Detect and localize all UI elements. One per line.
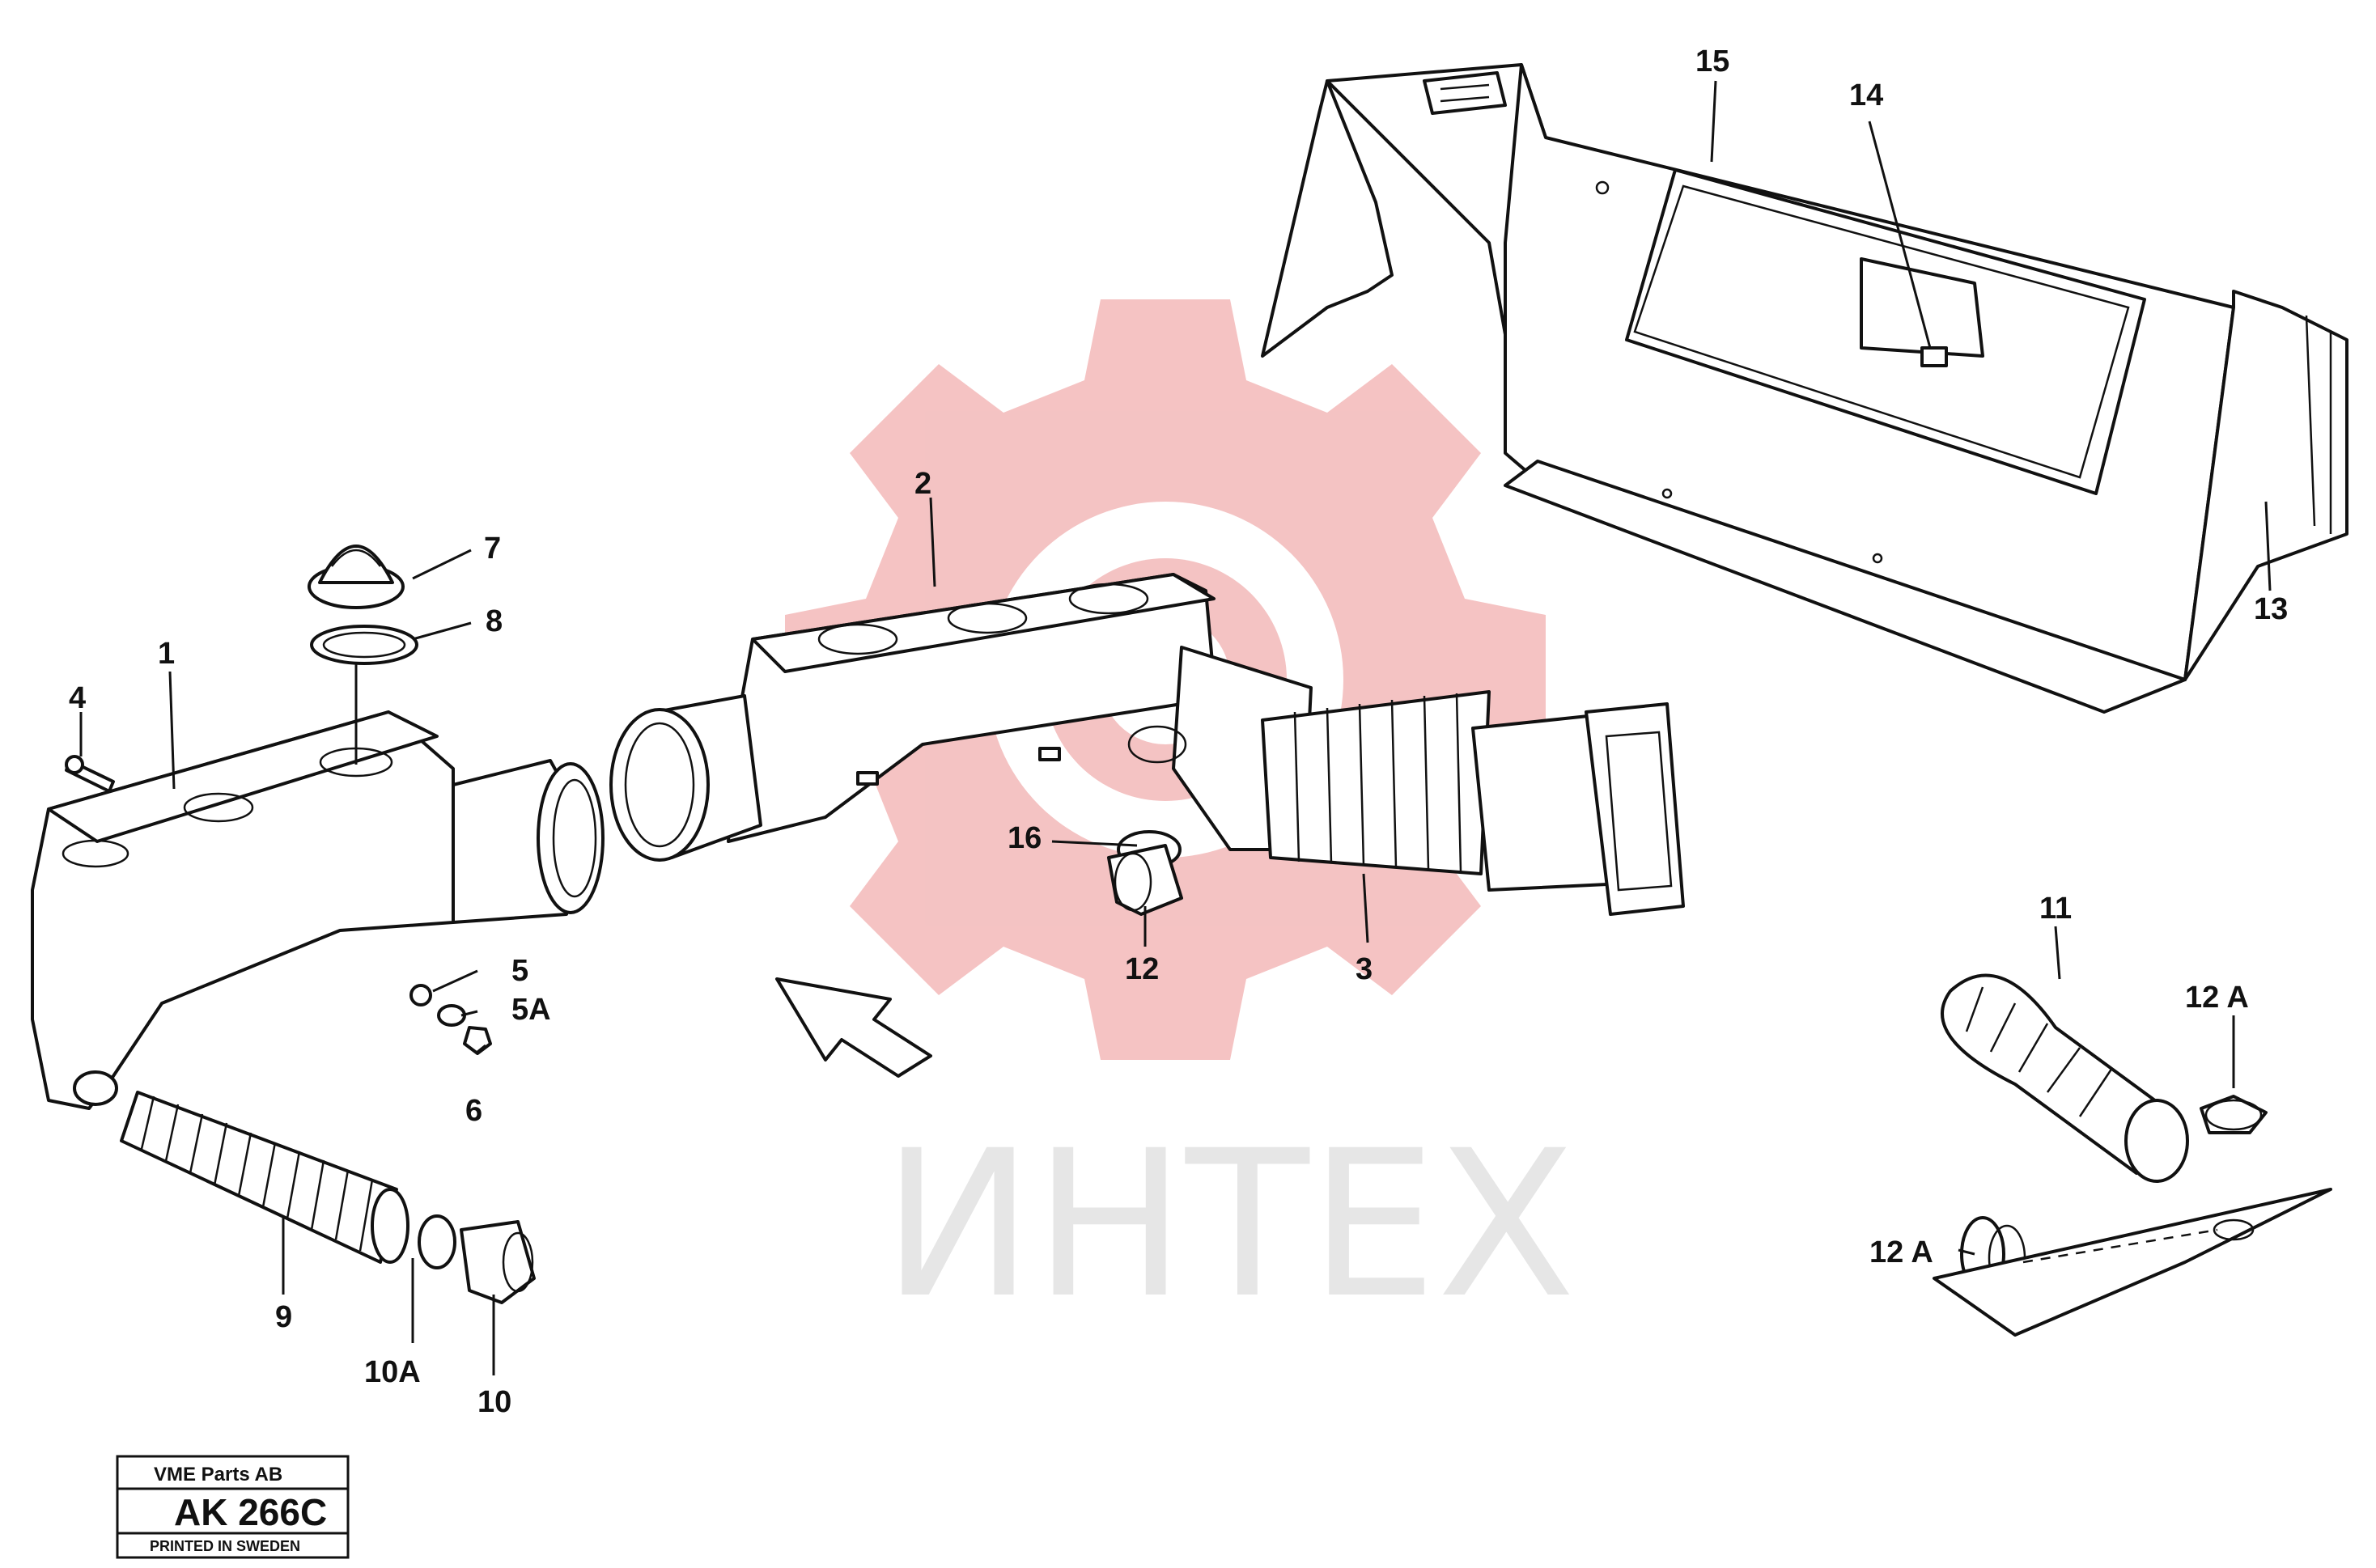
callout-4: 4 [69,681,86,715]
callout-2: 2 [914,467,931,501]
title-company: VME Parts AB [154,1464,282,1485]
leader-lines [79,80,2272,1375]
title-code: AK 266C [174,1491,327,1533]
callout-6: 6 [465,1094,482,1128]
part-5a-spacer [437,1004,466,1027]
dashboard-cover-panel [1261,63,2348,714]
part-10a-ring [418,1214,456,1269]
title-printed: PRINTED IN SWEDEN [150,1538,300,1554]
center-air-duct [609,573,1313,862]
callout-14: 14 [1849,78,1883,112]
part-12-nozzle [1107,844,1183,916]
part-12a-nozzle-top [2200,1095,2268,1134]
callout-3: 3 [1356,952,1373,986]
callout-13: 13 [2254,592,2288,626]
callout-15: 15 [1695,44,1729,78]
callout-7: 7 [484,532,501,566]
airflow-arrow-icon [775,977,932,1078]
callout-16: 16 [1008,821,1042,855]
part-6-nut [463,1026,492,1055]
part-11-hose [1941,973,2189,1183]
watermark-text: ИНТЕХ [882,1107,1576,1342]
callout-5a: 5A [511,993,551,1027]
callout-1: 1 [158,637,175,671]
callout-11: 11 [2039,892,2072,926]
part-4-screw [65,755,115,793]
part-10-nozzle [460,1220,536,1304]
part-7-vent-nozzle [308,545,405,609]
callout-5: 5 [511,954,528,988]
part-3-bellows [1261,690,1685,916]
callout-10: 10 [477,1385,511,1419]
callout-8: 8 [486,604,503,638]
left-air-duct [31,710,605,1110]
mounting-plate [1933,1188,2332,1337]
callout-9: 9 [275,1300,292,1334]
callout-10a: 10A [364,1355,421,1389]
title-block: VME Parts AB AK 266C PRINTED IN SWEDEN [116,1455,350,1559]
part-14-clip [1920,346,1948,367]
callout-12a-bottom: 12 A [1869,1235,1933,1269]
part-5-washer [409,984,432,1006]
callout-12a-top: 12 A [2185,981,2249,1015]
part-9-flex-hose [120,1091,409,1264]
callout-12: 12 [1125,952,1159,986]
